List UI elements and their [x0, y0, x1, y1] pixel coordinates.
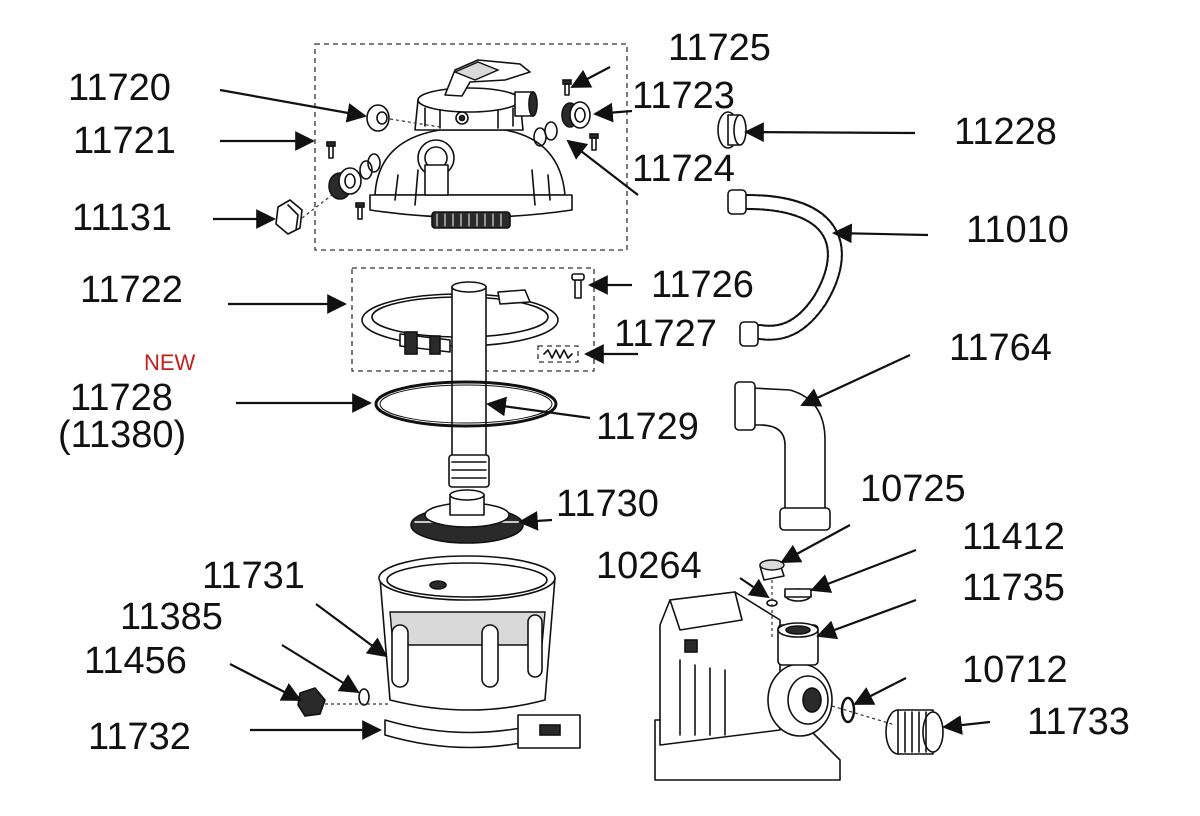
label-11385: 11385 [120, 596, 223, 638]
filter-tank-11731 [378, 555, 581, 749]
label-11380: (11380) [58, 414, 186, 456]
label-11727: 11727 [614, 313, 717, 355]
label-10712: 10712 [962, 649, 1068, 691]
adapter-11228 [717, 111, 747, 149]
label-11764: 11764 [949, 327, 1052, 369]
label-11724: 11724 [632, 148, 735, 190]
spring-pin-11727 [537, 345, 579, 363]
label-11721: 11721 [73, 120, 176, 162]
new-badge: NEW [144, 350, 196, 375]
label-10725: 10725 [860, 468, 966, 510]
label-11131: 11131 [72, 197, 172, 239]
label-11722: 11722 [80, 269, 183, 311]
leader-arrows [213, 66, 991, 740]
label-11726: 11726 [651, 264, 754, 306]
label-11010: 11010 [966, 209, 1069, 251]
label-11228: 11228 [954, 111, 1057, 153]
hose-11010 [727, 189, 843, 347]
label-11728: 11728 [70, 377, 173, 419]
label-11730: 11730 [556, 483, 659, 525]
label-11723: 11723 [632, 75, 735, 117]
label-11735: 11735 [962, 567, 1065, 609]
label-11733: 11733 [1027, 701, 1130, 743]
label-10264: 10264 [596, 545, 702, 587]
label-11731: 11731 [202, 555, 305, 597]
label-11732: 11732 [88, 716, 191, 758]
valve-assembly-group-box [314, 43, 628, 251]
label-11720: 11720 [68, 67, 171, 109]
label-11729: 11729 [596, 406, 699, 448]
pump-small-parts [759, 559, 944, 755]
multiport-valve [369, 59, 573, 229]
label-11456: 11456 [84, 640, 187, 682]
drain-parts [297, 687, 388, 717]
bolt-11726 [571, 273, 585, 299]
clamp-and-standpipe [361, 281, 559, 488]
clamp-assembly-group-box [351, 267, 595, 372]
label-11725: 11725 [668, 27, 771, 69]
pump-unit [654, 591, 841, 781]
part-labels: 11725 11720 11723 11721 11228 11724 1113… [58, 27, 1130, 758]
o-ring-11728 [374, 380, 558, 428]
elbow-hose-11764 [734, 381, 831, 531]
lateral-11730 [410, 489, 524, 544]
label-11412: 11412 [962, 516, 1065, 558]
valve-small-parts [275, 79, 599, 235]
